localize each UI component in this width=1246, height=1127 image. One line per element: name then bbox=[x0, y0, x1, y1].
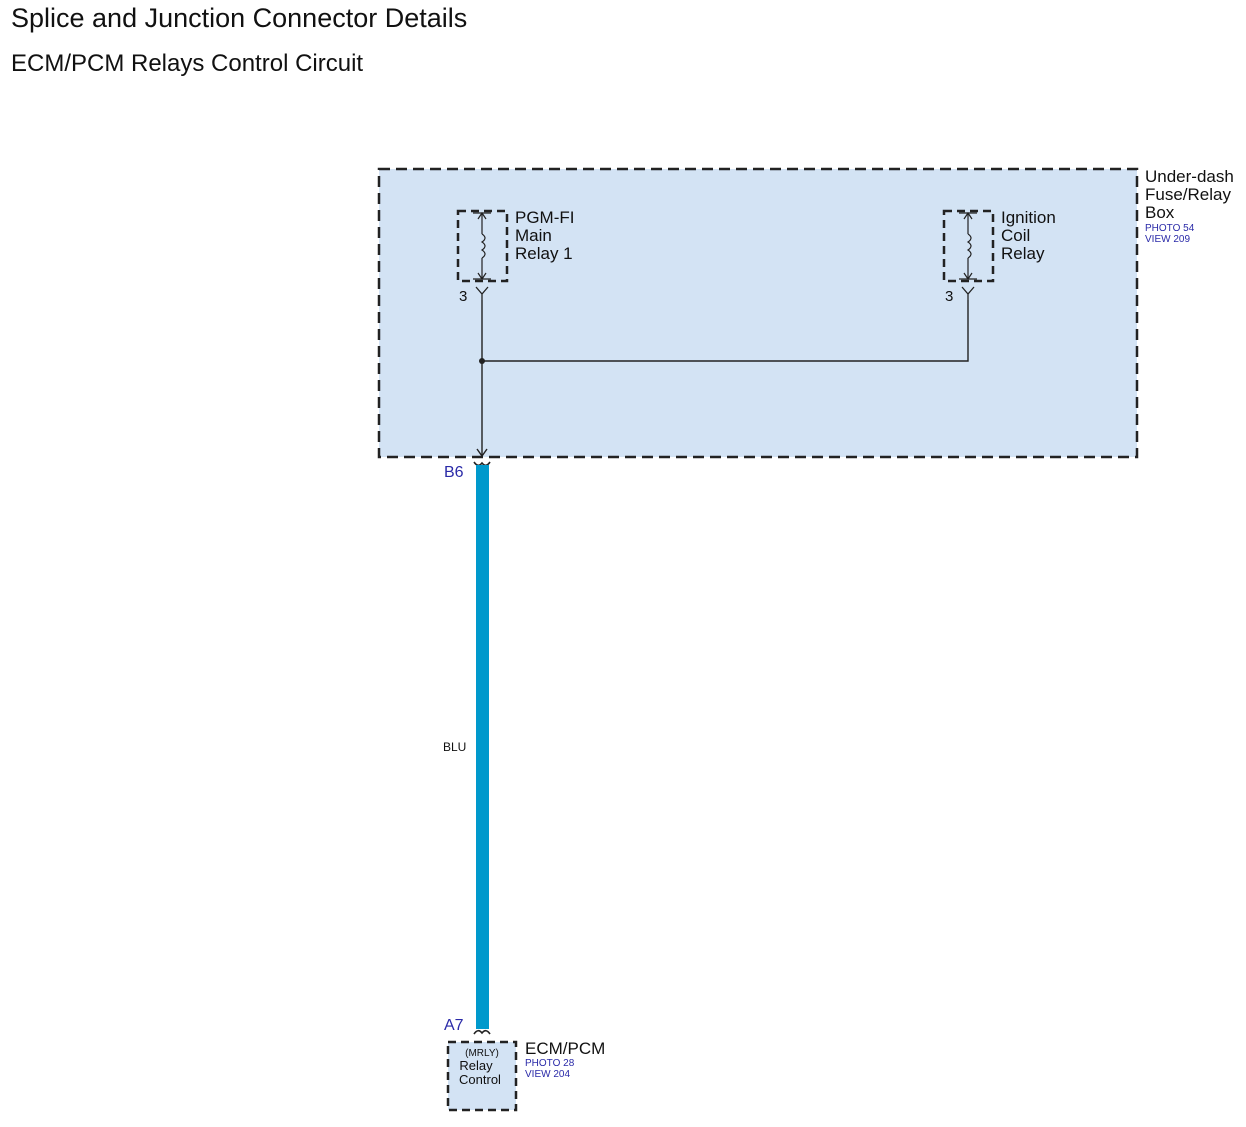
relay-2-name-line-2: Coil bbox=[1001, 226, 1030, 245]
relay-2-pin: 3 bbox=[945, 288, 953, 305]
fuse-box-photo-ref[interactable]: PHOTO 54 bbox=[1145, 223, 1195, 234]
fuse-box-name-line-2: Fuse/Relay bbox=[1145, 185, 1231, 204]
ecm-terminal-line-1: Relay bbox=[459, 1058, 493, 1073]
page-subtitle: ECM/PCM Relays Control Circuit bbox=[11, 50, 364, 77]
connector-b6-icon bbox=[473, 461, 491, 467]
fuse-box-name-line-3: Box bbox=[1145, 203, 1175, 222]
fuse-relay-box bbox=[377, 167, 1139, 459]
connector-b6-label: B6 bbox=[444, 464, 464, 481]
pgm-fi-main-relay bbox=[456, 209, 509, 300]
ecm-view-ref[interactable]: VIEW 204 bbox=[525, 1069, 570, 1080]
ecm-photo-ref[interactable]: PHOTO 28 bbox=[525, 1058, 575, 1069]
fuse-box-name-line-1: Under-dash bbox=[1145, 167, 1234, 186]
relay-1-name-line-1: PGM-FI bbox=[515, 208, 575, 227]
connector-a7-label: A7 bbox=[444, 1017, 464, 1034]
page-title: Splice and Junction Connector Details bbox=[11, 3, 468, 33]
fuse-box-view-ref[interactable]: VIEW 209 bbox=[1145, 234, 1190, 245]
splice-point bbox=[479, 358, 485, 364]
arrow-down-icon bbox=[476, 448, 488, 458]
wire-color-label: BLU bbox=[443, 740, 466, 754]
ecm-terminal-line-2: Control bbox=[459, 1072, 501, 1087]
relay-1-pin: 3 bbox=[459, 288, 467, 305]
ignition-coil-relay bbox=[942, 209, 995, 300]
relay-2-name-line-1: Ignition bbox=[1001, 208, 1056, 227]
internal-splice-wire bbox=[481, 300, 969, 455]
ecm-pcm-name: ECM/PCM bbox=[525, 1039, 605, 1058]
relay-2-name-line-3: Relay bbox=[1001, 244, 1045, 263]
blu-wire[interactable] bbox=[476, 465, 489, 1029]
relay-coil-icon bbox=[480, 233, 486, 259]
relay-1-name-line-2: Main bbox=[515, 226, 552, 245]
ecm-terminal-code: (MRLY) bbox=[465, 1048, 499, 1059]
relay-1-name-line-3: Relay 1 bbox=[515, 244, 573, 263]
ecm-pcm-terminal-box bbox=[446, 1040, 518, 1112]
connector-a7-icon bbox=[473, 1029, 491, 1035]
relay-coil-icon bbox=[966, 233, 972, 259]
